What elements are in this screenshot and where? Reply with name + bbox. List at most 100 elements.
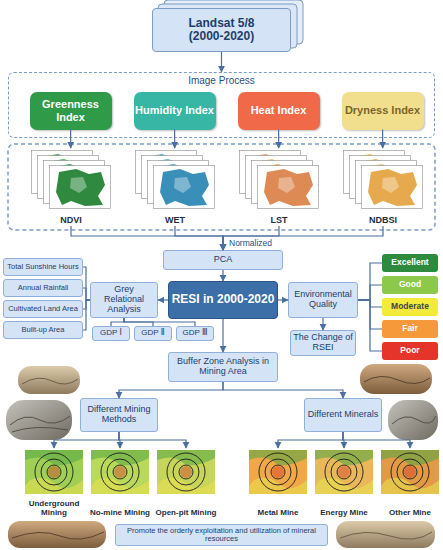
node-text: Fair (402, 324, 418, 333)
connector (278, 299, 288, 300)
node-text: WET (165, 216, 185, 226)
connector (158, 299, 168, 300)
connector (83, 288, 90, 300)
connector (358, 300, 382, 351)
wet-maps (136, 151, 215, 209)
node-text: Promote the orderly exploitation and uti… (118, 527, 325, 544)
node-text: Grey Relational Analysis (93, 285, 155, 315)
connector (382, 130, 383, 149)
connector (119, 432, 186, 448)
index-box: Heat Index (238, 92, 320, 130)
buffer-map: Other Mine (378, 448, 442, 518)
connector (83, 300, 90, 309)
node-text: Different Mining Methods (83, 405, 155, 425)
ndvi-maps (32, 151, 111, 209)
connector (358, 263, 382, 300)
connector (223, 382, 343, 398)
mine-photo (8, 521, 106, 548)
index-box: Dryness Index (342, 92, 424, 130)
index-map: NDBSI (339, 148, 427, 226)
process-box: Buffer Zone Analysis in Mining Area (168, 352, 278, 382)
process-box: Grey Relational Analysis (90, 282, 158, 318)
quality-level: Poor (382, 342, 438, 360)
connector (83, 300, 90, 330)
node-text: Humidity Index (135, 104, 214, 116)
process-box: PCA (163, 250, 283, 270)
quality-level: Moderate (382, 298, 438, 316)
node-text: Energy Mine (320, 509, 368, 518)
node-text: Excellent (391, 258, 428, 267)
result-box: RESI in 2000-2020 (168, 281, 278, 319)
node-text: Greenness Index (30, 98, 112, 122)
mine-photo (6, 400, 72, 440)
node-text: GDP Ⅰ (100, 329, 122, 338)
quality-level: Excellent (382, 254, 438, 272)
node-text: No-mine Mining (90, 509, 150, 518)
dashed-frame (8, 144, 435, 230)
node-text: Image Process (188, 75, 255, 86)
node-text: The Change of RSEI (293, 333, 353, 353)
node-text: GDP Ⅲ (183, 329, 208, 338)
mine-photo (360, 364, 432, 394)
connector (223, 226, 383, 250)
quality-level: Fair (382, 320, 438, 338)
mine-photo (336, 521, 435, 548)
factor-box: GDP Ⅲ (176, 326, 214, 341)
factor-box: GDP Ⅱ (134, 326, 172, 341)
factor-box: GDP Ⅰ (92, 326, 130, 341)
connector (221, 52, 222, 72)
connector (124, 318, 153, 326)
connector (278, 432, 343, 448)
node-text: Heat Index (251, 104, 307, 116)
index-map: WET (131, 148, 219, 226)
node-text: NDVI (60, 216, 82, 226)
node-text: Landsat 5/8 (2000-2020) (173, 17, 270, 43)
node-text: Dryness Index (345, 104, 420, 116)
connector (322, 318, 323, 330)
node-text: Cultivated Land Area (8, 305, 78, 313)
lst-maps (240, 151, 319, 209)
buffer-map: Underground Mining (22, 448, 86, 518)
node-text: NDBSI (369, 216, 397, 226)
connector (111, 318, 124, 326)
node-text: Annual Rainfall (18, 284, 68, 292)
node-text: Metal Mine (258, 509, 299, 518)
node-text: Good (399, 280, 421, 289)
connector (83, 267, 90, 300)
node-text: PCA (214, 255, 233, 265)
step-label: Normalized (229, 238, 272, 248)
node-text: Buffer Zone Analysis in Mining Area (171, 357, 275, 377)
process-box: The Change of RSEI (290, 330, 356, 356)
connector (175, 226, 223, 250)
connector (54, 432, 119, 448)
factor-box: Built-up Area (3, 321, 83, 339)
connector (71, 226, 223, 250)
buffer-map: No-mine Mining (88, 448, 152, 518)
mine-photo (388, 400, 438, 440)
connector (358, 300, 382, 329)
index-map: NDVI (27, 148, 115, 226)
connector (222, 319, 223, 352)
connector (358, 300, 382, 307)
conclusion-box: Promote the orderly exploitation and uti… (115, 524, 328, 546)
mine-photo (18, 366, 80, 394)
connector (358, 285, 382, 300)
node-text: RESI in 2000-2020 (172, 293, 275, 306)
quality-level: Good (382, 276, 438, 294)
index-box: Humidity Index (134, 92, 216, 130)
connector (343, 432, 410, 448)
connector (70, 130, 71, 149)
ndbsi-maps (344, 151, 423, 209)
input-box: Landsat 5/8 (2000-2020) (152, 8, 291, 52)
node-text: Poor (400, 346, 419, 355)
process-group: Image ProcessGreenness Index Humidity Ind… (8, 72, 435, 138)
node-text: Open-pit Mining (156, 509, 217, 518)
index-map: LST (235, 148, 323, 226)
factor-box: Annual Rainfall (3, 279, 83, 297)
connector (119, 432, 120, 448)
buffer-map: Metal Mine (246, 448, 310, 518)
connector (222, 270, 223, 281)
node-text: LST (271, 216, 288, 226)
process-box: Different Mining Methods (80, 398, 158, 432)
